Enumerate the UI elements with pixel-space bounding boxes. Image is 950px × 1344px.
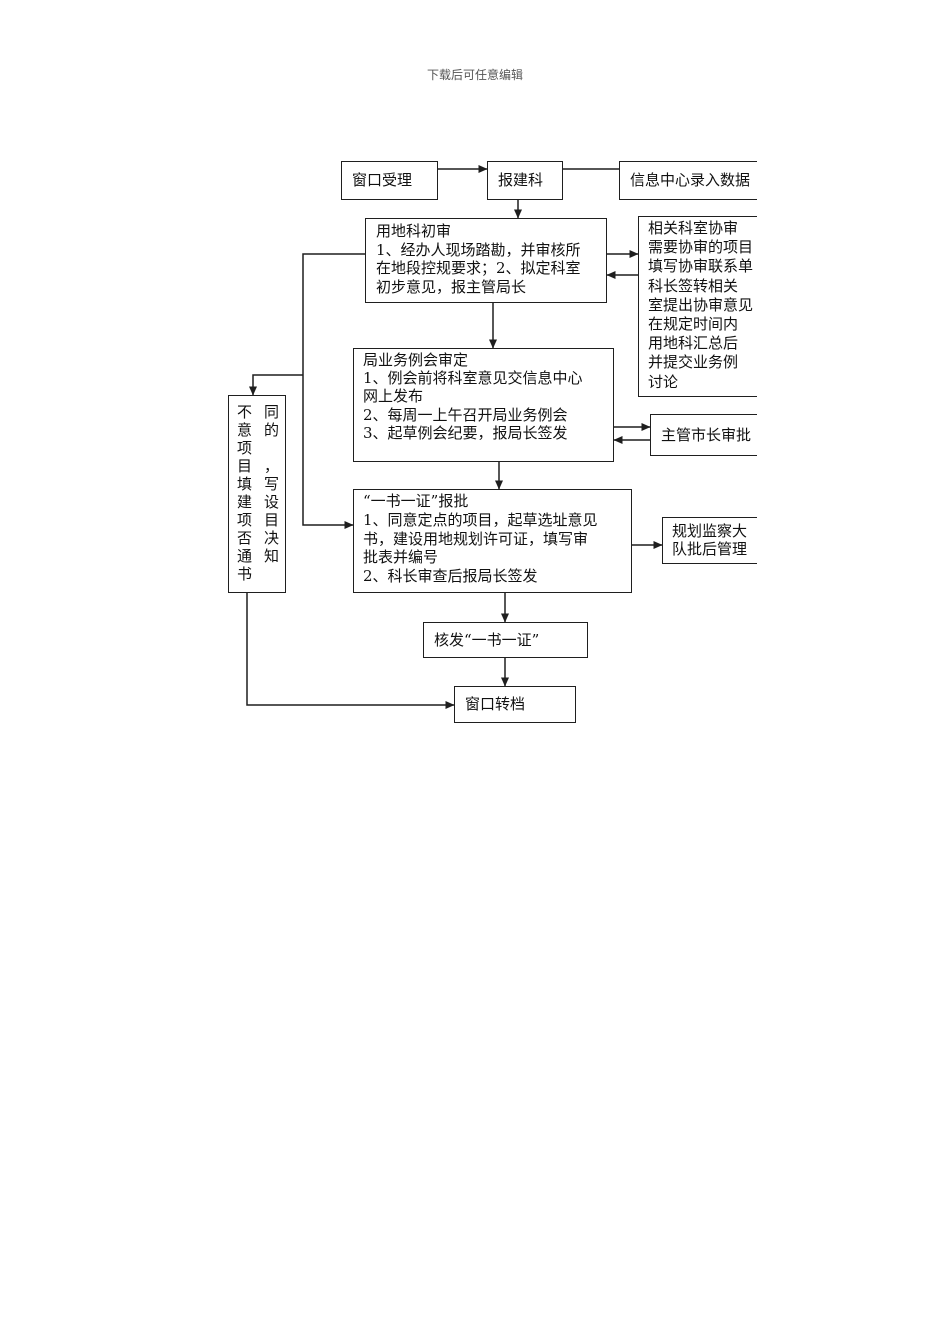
node-construction-dept: 报建科: [487, 161, 563, 200]
node-line: 建设: [237, 493, 292, 511]
node-label: 报建科: [498, 171, 544, 190]
node-line: 意的: [237, 421, 292, 439]
node-one-book-one-cert: “一书一证”报批 1、同意定点的项目，起草选址意见 书，建设用地规划许可证，填写…: [353, 489, 632, 593]
node-line: 填写: [237, 475, 292, 493]
node-window-accept: 窗口受理: [341, 161, 438, 200]
node-line: 1、同意定点的项目，起草选址意见: [363, 510, 598, 529]
node-line: 书，建设用地规划许可证，填写审: [363, 529, 589, 548]
node-line: 项: [237, 439, 265, 457]
node-label: 核发“一书一证”: [434, 630, 540, 649]
arrow-land-review-to-cert: [302, 253, 365, 529]
node-line: 2、每周一上午召开局业务例会: [363, 405, 568, 424]
node-title: “一书一证”报批: [363, 492, 469, 510]
node-line: 在地段控规要求；2、拟定科室: [376, 259, 581, 277]
node-bureau-meeting: 局业务例会审定 1、例会前将科室意见交信息中心 网上发布 2、每周一上午召开局业…: [353, 348, 614, 462]
node-line: 并提交业务例: [648, 353, 739, 372]
node-title: 局业务例会审定: [363, 351, 469, 369]
download-note: 下载后可任意编辑: [426, 68, 523, 82]
arrow-rejection-to-archive: [246, 592, 455, 709]
arrow-branch-to-rejection: [249, 374, 303, 396]
node-line: 否决: [237, 529, 292, 547]
node-line: 2、科长审查后报局长签发: [363, 567, 538, 586]
node-related-dept-assist: 相关科室协审 需要协审的项目 填写协审联系单 科长签转相关 室提出协审意见 在规…: [638, 216, 757, 397]
node-line: 用地科汇总后: [648, 334, 739, 353]
node-line: 书: [237, 565, 265, 583]
node-mayor-approval: 主管市长审批: [650, 414, 757, 456]
node-issue-cert: 核发“一书一证”: [423, 622, 588, 658]
node-label: 窗口转档: [465, 695, 526, 714]
node-window-archive: 窗口转档: [454, 686, 576, 723]
node-line: 初步意见，报主管局长: [376, 277, 527, 296]
node-line: 在规定时间内: [648, 315, 739, 334]
flowchart: 窗口受理 报建科 信息中心录入数据 用地科初审 1、经办人现场踏勘，并审核所 在…: [228, 161, 757, 723]
node-line: 通知: [237, 547, 292, 565]
node-title: 用地科初审: [376, 222, 452, 240]
node-line: 网上发布: [363, 387, 424, 406]
node-rejection-notice: 不同 意的 项 目， 填写 建设 项目 否决 通知 书: [228, 395, 286, 593]
node-line: 需要协审的项目: [648, 238, 754, 257]
node-line: 填写协审联系单: [648, 257, 754, 276]
node-line: 相关科室协审: [648, 219, 739, 237]
node-line: 规划监察大: [672, 522, 748, 540]
node-land-dept-review: 用地科初审 1、经办人现场踏勘，并审核所 在地段控规要求；2、拟定科室 初步意见…: [365, 218, 607, 303]
node-line: 讨论: [648, 372, 679, 391]
node-line: 批表并编号: [363, 548, 439, 567]
node-info-center: 信息中心录入数据: [619, 161, 757, 200]
node-label: 信息中心录入数据: [630, 171, 751, 190]
node-line: 3、起草例会纪要，报局长签发: [363, 423, 568, 442]
node-line: 科长签转相关: [648, 276, 739, 295]
node-line: 1、经办人现场踏勘，并审核所: [376, 240, 581, 259]
node-line: 目，: [237, 457, 292, 475]
node-supervision: 规划监察大 队批后管理: [662, 517, 757, 564]
node-line: 项目: [237, 511, 292, 529]
node-line: 不同: [237, 403, 292, 421]
node-label: 主管市长审批: [661, 425, 752, 444]
node-line: 队批后管理: [672, 540, 748, 558]
node-line: 室提出协审意见: [648, 295, 754, 314]
node-label: 窗口受理: [352, 171, 413, 190]
connector-layer: [246, 165, 663, 709]
node-line: 1、例会前将科室意见交信息中心: [363, 369, 583, 388]
